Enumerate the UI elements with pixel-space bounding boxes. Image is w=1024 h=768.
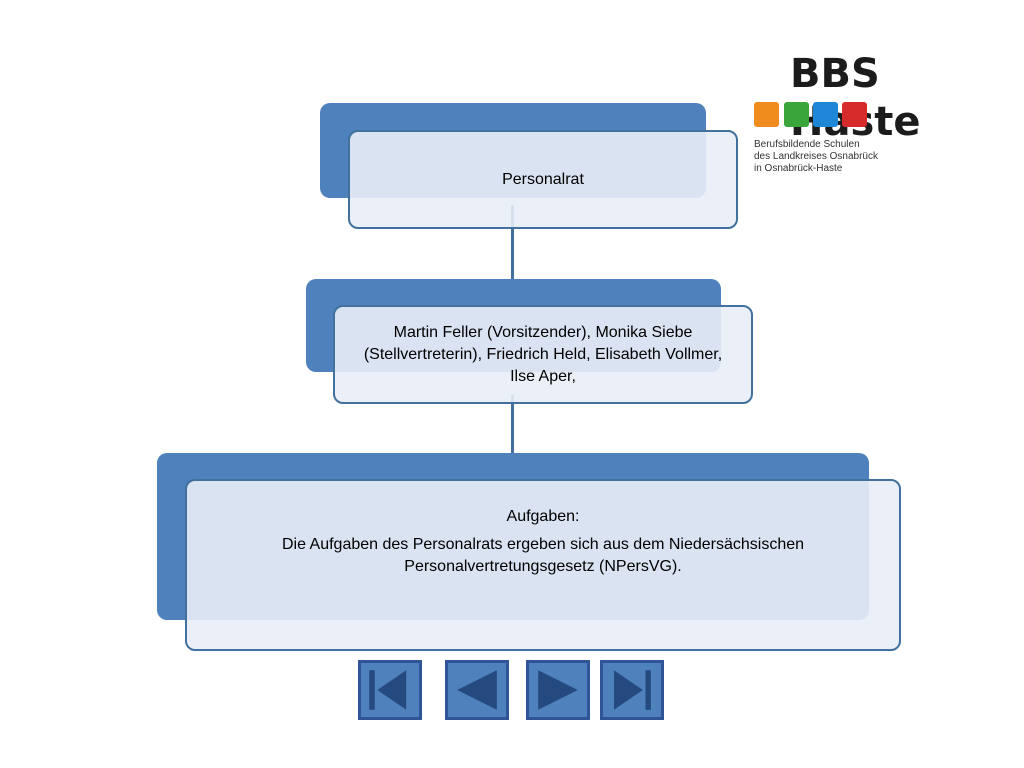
next-slide-button[interactable]: [526, 660, 590, 720]
level1-node: Personalrat: [348, 130, 738, 229]
level1-text: Personalrat: [502, 171, 584, 188]
previous-icon: [457, 670, 497, 710]
level2-text: Martin Feller (Vorsitzender), Monika Sie…: [363, 324, 723, 385]
next-icon: [538, 670, 578, 710]
logo-square-red: [842, 102, 867, 127]
previous-slide-button[interactable]: [445, 660, 509, 720]
first-slide-button[interactable]: [358, 660, 422, 720]
last-icon: [614, 670, 651, 710]
level3-node: Aufgaben: Die Aufgaben des Personalrats …: [185, 479, 901, 651]
connector-1-2: [511, 205, 514, 281]
logo-subtitle-line: Berufsbildende Schulen: [754, 139, 860, 150]
connector-2-3: [511, 395, 514, 455]
last-slide-button[interactable]: [600, 660, 664, 720]
level2-node: Martin Feller (Vorsitzender), Monika Sie…: [333, 305, 753, 404]
first-icon: [369, 670, 407, 710]
logo-subtitle: Berufsbildende Schulen des Landkreises O…: [754, 139, 954, 175]
logo-square-orange: [754, 102, 779, 127]
logo-title: BBS Haste: [790, 51, 921, 145]
level3-text: Die Aufgaben des Personalrats ergeben si…: [281, 536, 805, 575]
logo-square-blue: [813, 102, 838, 127]
logo-square-green: [784, 102, 809, 127]
logo-subtitle-line: des Landkreises Osnabrück: [754, 151, 878, 162]
logo-subtitle-line: in Osnabrück-Haste: [754, 163, 843, 174]
level3-heading: Aufgaben:: [506, 508, 580, 525]
